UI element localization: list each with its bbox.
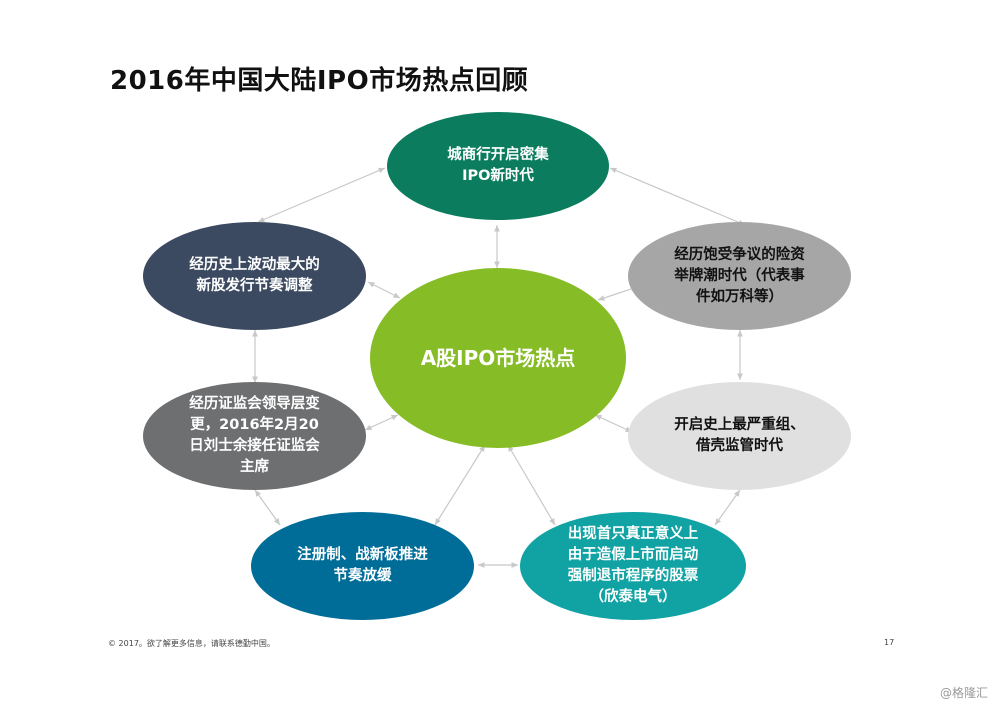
- footer-page-number: 17: [884, 638, 895, 647]
- node-bottom-left: 注册制、战新板推进 节奏放缓: [251, 512, 474, 620]
- node-bottom-left-label: 注册制、战新板推进 节奏放缓: [297, 547, 428, 584]
- connector-center-lower-left: [364, 414, 399, 431]
- node-lower-left-label: 经历证监会领导层变 更，2016年2月20 日刘士余接任证监会 主席: [189, 396, 320, 475]
- footer-copyright: © 2017。欲了解更多信息，请联系德勤中国。: [108, 639, 275, 648]
- node-top: 城商行开启密集 IPO新时代: [387, 112, 609, 220]
- node-upper-right: 经历饱受争议的险资 举牌潮时代（代表事 件如万科等）: [628, 222, 851, 330]
- node-lower-right: 开启史上最严重组、 借壳监管时代: [628, 382, 851, 490]
- connector-lower-right-bottom-right: [714, 489, 741, 526]
- node-top-label: 城商行开启密集 IPO新时代: [447, 147, 549, 184]
- connector-top-upper-right: [609, 167, 746, 226]
- node-lower-left: 经历证监会领导层变 更，2016年2月20 日刘士余接任证监会 主席: [143, 382, 366, 490]
- connector-top-upper-left: [257, 167, 386, 223]
- node-bottom-right: 出现首只真正意义上 由于造假上市而启动 强制退市程序的股票 （欣泰电气）: [520, 512, 746, 620]
- watermark: @格隆汇: [939, 686, 988, 700]
- node-upper-left-label: 经历史上波动最大的 新股发行节奏调整: [189, 257, 320, 294]
- connector-lower-left-bottom-left: [254, 489, 281, 526]
- node-upper-left: 经历史上波动最大的 新股发行节奏调整: [143, 222, 366, 330]
- node-upper-right-label: 经历饱受争议的险资 举牌潮时代（代表事 件如万科等）: [674, 246, 805, 305]
- node-center: A股IPO市场热点: [370, 268, 626, 448]
- connector-center-lower-right: [594, 414, 633, 433]
- page-title: 2016年中国大陆IPO市场热点回顾: [110, 66, 529, 96]
- connector-center-bottom-right: [507, 444, 556, 526]
- connector-center-bottom-left: [434, 444, 486, 526]
- connector-center-upper-left: [367, 281, 401, 299]
- node-lower-right-label: 开启史上最严重组、 借壳监管时代: [674, 417, 805, 454]
- node-center-label: A股IPO市场热点: [420, 346, 576, 370]
- node-bottom-right-label: 出现首只真正意义上 由于造假上市而启动 强制退市程序的股票 （欣泰电气）: [567, 526, 699, 605]
